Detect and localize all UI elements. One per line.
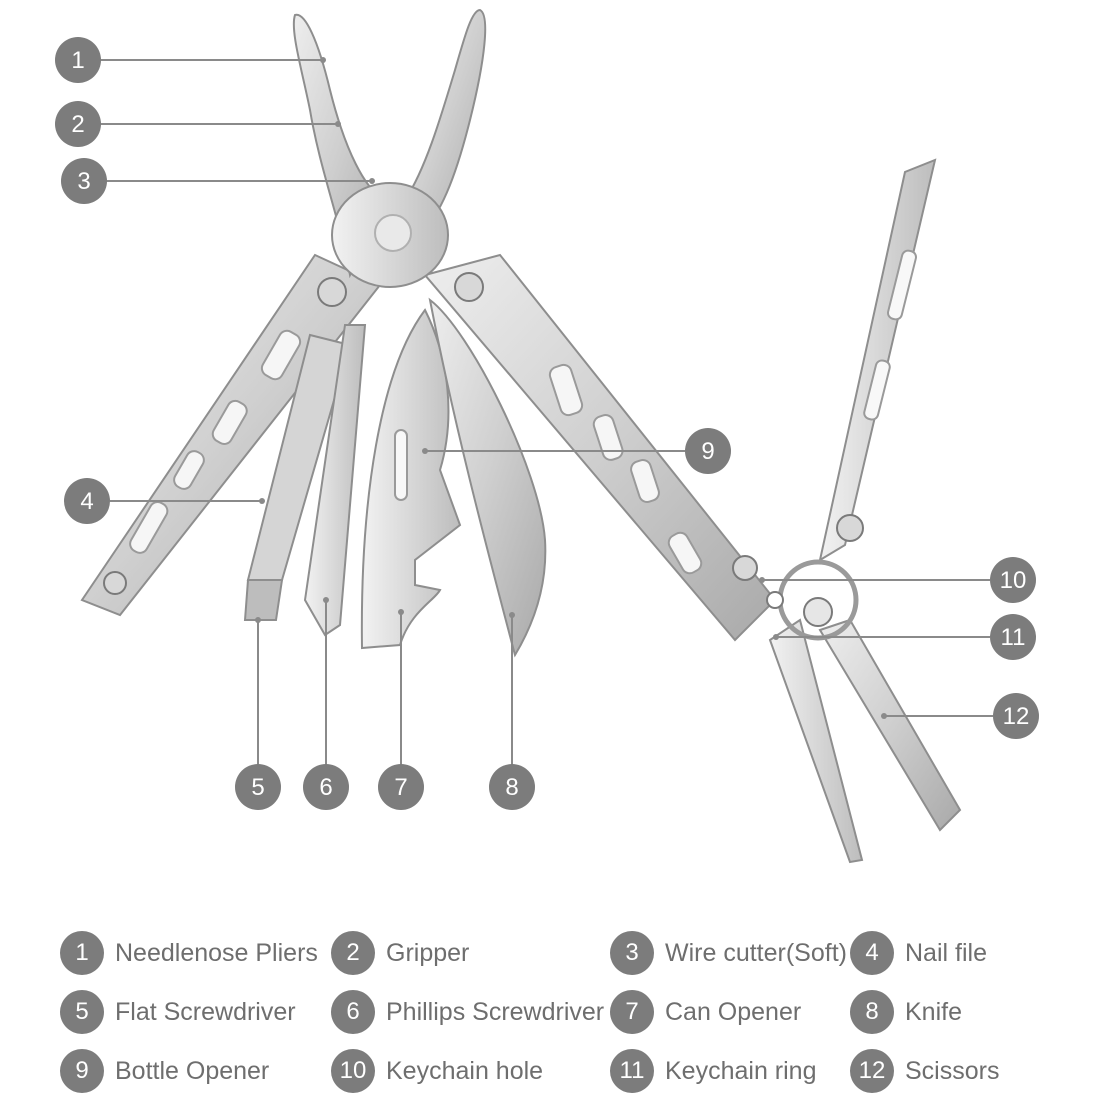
legend-label: Scissors: [905, 1056, 1000, 1085]
legend-label: Flat Screwdriver: [115, 997, 296, 1026]
legend-badge: 7: [610, 990, 654, 1034]
callout-8: 8: [489, 764, 535, 810]
legend-item-1: 1 Needlenose Pliers: [60, 930, 318, 976]
svg-text:4: 4: [80, 488, 93, 515]
scissors-shape: [768, 158, 962, 864]
legend-item-3: 3 Wire cutter(Soft): [610, 930, 847, 976]
legend-badge: 6: [331, 990, 375, 1034]
legend-badge: 1: [60, 931, 104, 975]
legend-badge: 12: [850, 1049, 894, 1093]
legend-label: Can Opener: [665, 997, 802, 1026]
nail-file-shape: [243, 333, 352, 621]
legend-item-10: 10 Keychain hole: [331, 1048, 543, 1094]
svg-text:10: 10: [1000, 567, 1027, 594]
can-opener-shape: [360, 308, 462, 650]
legend-label: Needlenose Pliers: [115, 938, 318, 967]
svg-text:9: 9: [701, 438, 714, 465]
callout-9: 9: [685, 428, 731, 474]
legend-item-7: 7 Can Opener: [610, 989, 801, 1035]
legend-badge: 4: [850, 931, 894, 975]
legend: 1 Needlenose Pliers 2 Gripper 3 Wire cut…: [60, 926, 1060, 1096]
legend-badge: 10: [331, 1049, 375, 1093]
legend-item-8: 8 Knife: [850, 989, 962, 1035]
callout-10: 10: [990, 557, 1036, 603]
leader-dots: [255, 57, 887, 719]
callout-11: 11: [990, 614, 1036, 660]
legend-item-4: 4 Nail file: [850, 930, 987, 976]
svg-text:11: 11: [1001, 624, 1026, 651]
legend-item-2: 2 Gripper: [331, 930, 469, 976]
left-handle-shape: [80, 253, 382, 617]
svg-text:1: 1: [71, 47, 84, 74]
svg-text:12: 12: [1003, 703, 1030, 730]
callout-5: 5: [235, 764, 281, 810]
multitool-diagram: 1 2 3 4 5 6 7 8 9 10 11 12: [55, 8, 1039, 864]
legend-badge: 9: [60, 1049, 104, 1093]
leader-lines: [100, 59, 993, 765]
legend-item-9: 9 Bottle Opener: [60, 1048, 269, 1094]
legend-label: Phillips Screwdriver: [386, 997, 605, 1026]
legend-badge: 3: [610, 931, 654, 975]
legend-label: Keychain ring: [665, 1056, 817, 1085]
legend-label: Keychain hole: [386, 1056, 544, 1085]
legend-label: Bottle Opener: [115, 1056, 270, 1085]
callout-6: 6: [303, 764, 349, 810]
legend-badge: 11: [610, 1049, 654, 1093]
callout-12: 12: [993, 693, 1039, 739]
svg-text:8: 8: [505, 774, 518, 801]
callout-badges: 1 2 3 4 5 6 7 8 9 10 11 12: [55, 37, 1039, 810]
callout-7: 7: [378, 764, 424, 810]
callout-3: 3: [61, 158, 107, 204]
legend-label: Wire cutter(Soft): [665, 938, 847, 967]
callout-1: 1: [55, 37, 101, 83]
legend-item-12: 12 Scissors: [850, 1048, 999, 1094]
legend-badge: 2: [331, 931, 375, 975]
callout-4: 4: [64, 478, 110, 524]
svg-text:2: 2: [71, 111, 84, 138]
svg-text:5: 5: [251, 774, 264, 801]
legend-badge: 8: [850, 990, 894, 1034]
phillips-screwdriver-shape: [303, 324, 367, 637]
legend-item-5: 5 Flat Screwdriver: [60, 989, 296, 1035]
svg-text:7: 7: [394, 774, 407, 801]
legend-label: Knife: [905, 997, 962, 1026]
keychain-ring-shape: [766, 559, 859, 641]
pliers-jaws-shape: [292, 8, 487, 288]
legend-item-6: 6 Phillips Screwdriver: [331, 989, 604, 1035]
knife-shape: [428, 297, 547, 658]
callout-2: 2: [55, 101, 101, 147]
svg-text:3: 3: [77, 168, 90, 195]
legend-badge: 5: [60, 990, 104, 1034]
legend-label: Gripper: [386, 938, 470, 967]
legend-item-11: 11 Keychain ring: [610, 1048, 816, 1094]
legend-label: Nail file: [905, 938, 987, 967]
svg-text:6: 6: [319, 774, 332, 801]
